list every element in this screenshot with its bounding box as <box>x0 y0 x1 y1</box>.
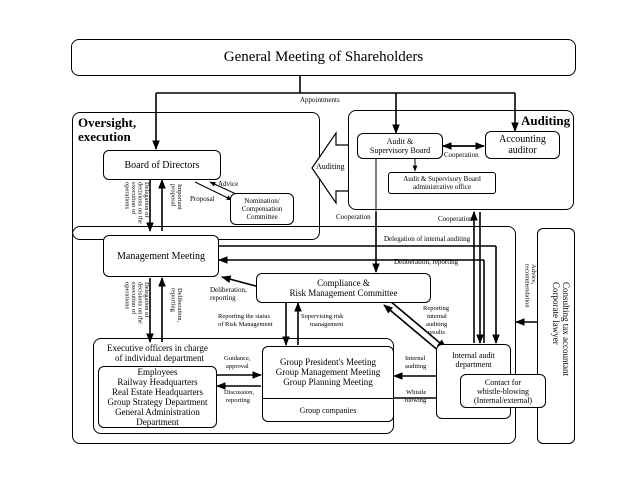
reporting-status-label-1: Reporting the status <box>218 313 270 320</box>
consulting-frame <box>537 228 575 444</box>
delegation-bod-label: Delegation of decisions on the execution… <box>123 182 151 224</box>
cooperation-left-label: Cooperation <box>336 213 371 221</box>
advice-recommendation-label: Advice, recommendation <box>523 264 538 308</box>
delegation-mm-label: Delegation of decisions on the execution… <box>123 282 151 324</box>
compliance-label-1: Compliance & <box>317 278 370 288</box>
employees-label: Employees <box>137 367 178 377</box>
advice-label: Advice <box>218 180 239 188</box>
appointments-label: Appointments <box>300 96 340 104</box>
board-of-directors-box: Board of Directors <box>103 150 221 180</box>
deliberation-top-label: Deliberation, reporting <box>394 258 459 266</box>
audit-office-label-1: Audit & Supervisory Board <box>403 175 481 183</box>
audit-board-label-1: Audit & <box>386 137 414 146</box>
reporting-internal-label-4: results <box>428 329 445 336</box>
reporting-internal-label-1: Reporting <box>423 305 449 312</box>
auditing-arrow-label: Auditing <box>316 162 345 171</box>
accounting-auditor-label-2: auditor <box>508 145 537 156</box>
accounting-auditor-box: Accounting auditor <box>485 131 560 159</box>
gp-meeting-label: Group President's Meeting <box>279 357 377 367</box>
guidance-label-2: approval <box>226 363 249 370</box>
executive-label-1: Executive officers in charge <box>107 343 208 353</box>
general-meeting-label: General Meeting of Shareholders <box>223 49 424 65</box>
deliberation-mm-label: Deliberation, reporting <box>169 288 184 323</box>
management-meeting-box: Management Meeting <box>103 235 219 277</box>
auditing-title: Auditing <box>521 113 571 128</box>
whistle-blowing-label-2: blowing <box>405 397 427 404</box>
employees-box: Employees Railway Headquarters Real Esta… <box>98 366 217 428</box>
group-strategy-label: Group Strategy Department <box>107 397 208 407</box>
group-companies-label: Group companies <box>299 405 357 415</box>
board-of-directors-label: Board of Directors <box>124 159 200 171</box>
internal-audit-label-2: department <box>455 360 492 369</box>
reporting-internal-label-2: internal <box>427 313 447 320</box>
executive-label-2: of individual department <box>115 353 204 363</box>
nomination-label-1: Nomination/ <box>244 197 280 205</box>
audit-office-label-2: administrative office <box>413 183 471 191</box>
management-meeting-label: Management Meeting <box>116 250 206 262</box>
internal-auditing-label-2: auditing <box>405 363 427 370</box>
audit-office-box: Audit & Supervisory Board administrative… <box>388 172 496 194</box>
audit-board-label-2: Supervisory Board <box>369 146 431 155</box>
cooperation-right-label: Cooperation <box>438 215 473 223</box>
gpl-meeting-label: Group Planning Meeting <box>283 377 373 387</box>
group-divider <box>263 398 393 399</box>
audit-board-box: Audit & Supervisory Board <box>357 133 443 159</box>
contact-label-1: Contact for <box>484 377 522 387</box>
whistle-contact-box: Contact for whistle-blowing (Internal/ex… <box>460 374 546 408</box>
whistle-blowing-label-1: Whistle <box>406 389 427 396</box>
real-estate-label: Real Estate Headquarters <box>112 387 203 397</box>
supervising-risk-label-1: Supervising risk <box>301 313 344 320</box>
reporting-status-label-2: of Risk Management <box>218 321 273 328</box>
nomination-label-3: Committee <box>246 213 278 221</box>
general-admin-label-1: General Administration <box>115 407 200 417</box>
general-admin-label-2: Department <box>136 417 179 427</box>
contact-label-3: (Internal/external) <box>473 395 533 405</box>
nomination-committee-box: Nomination/ Compensation Committee <box>230 193 294 225</box>
nomination-label-2: Compensation <box>241 205 283 213</box>
guidance-label-1: Guidance, <box>224 355 251 362</box>
oversight-title-1: Oversight, <box>78 115 137 130</box>
discussion-label-2: reporting <box>226 397 250 404</box>
consulting-label: Consulting tax accountant Corporate lawy… <box>551 282 571 376</box>
railway-label: Railway Headquarters <box>117 377 198 387</box>
group-meetings-box: Group President's Meeting Group Manageme… <box>262 346 394 422</box>
delegation-internal-label: Delegation of internal auditing <box>384 235 471 243</box>
supervising-risk-label-2: management <box>310 321 344 328</box>
discussion-label-1: Discussion, <box>224 389 255 396</box>
execution-frame <box>72 226 516 444</box>
internal-auditing-label-1: Internal <box>405 355 426 362</box>
contact-label-2: whistle-blowing <box>477 386 529 396</box>
internal-audit-label-1: Internal audit <box>452 351 495 360</box>
reporting-internal-label-3: auditing <box>426 321 448 328</box>
deliberation-left-label-1: Deliberation, <box>210 286 247 294</box>
cooperation-top-label: Cooperation <box>444 151 479 159</box>
oversight-title-2: execution <box>78 129 131 144</box>
compliance-committee-box: Compliance & Risk Management Committee <box>256 273 431 303</box>
proposal-label: Proposal <box>190 195 215 203</box>
general-meeting-box: General Meeting of Shareholders <box>71 39 576 76</box>
gm-meeting-label: Group Management Meeting <box>275 367 381 377</box>
deliberation-left-label-2: reporting <box>210 294 236 302</box>
compliance-label-2: Risk Management Committee <box>289 288 398 298</box>
accounting-auditor-label-1: Accounting <box>499 134 546 145</box>
important-proposal-label: Important proposal <box>169 184 184 210</box>
